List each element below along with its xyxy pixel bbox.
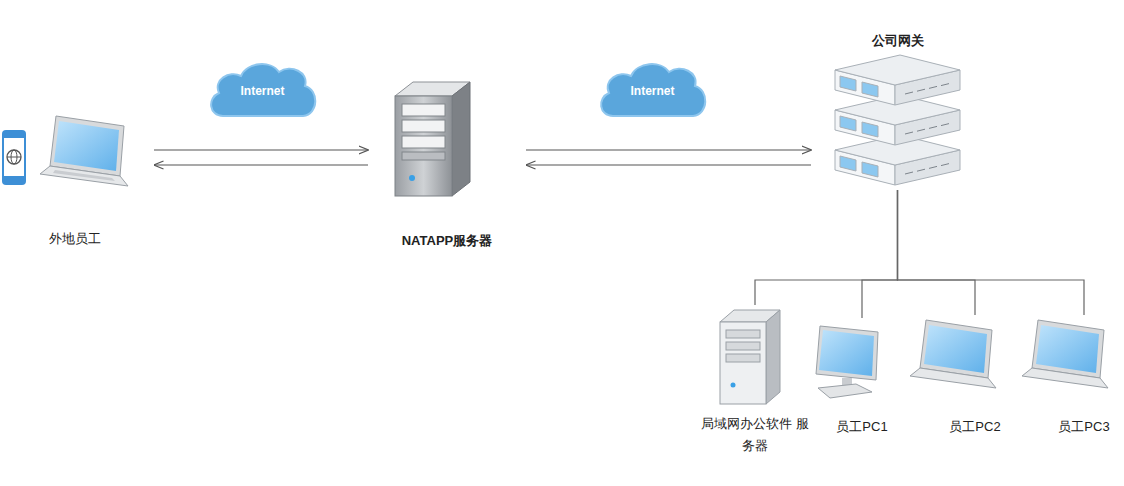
lan-wire <box>862 190 898 318</box>
node-label: 局域网办公软件 服务器 <box>696 413 814 457</box>
node-label: 员工PC3 <box>1058 416 1109 438</box>
rack-vent <box>917 129 925 131</box>
rack-vent <box>917 169 925 171</box>
rack-vent <box>905 132 913 134</box>
cloud-outline <box>601 64 705 116</box>
cloud-outline <box>211 64 315 116</box>
device-node: 公司网关 <box>815 30 980 190</box>
arrow-connector <box>154 149 368 150</box>
internet-cloud: Internet <box>595 58 710 123</box>
lan-server <box>720 310 780 404</box>
rack-face <box>840 116 856 131</box>
rack-face <box>840 76 856 91</box>
laptop-icon <box>1022 320 1108 388</box>
server-tower <box>395 82 470 196</box>
rack-vent <box>941 84 949 86</box>
rack-face <box>862 82 878 97</box>
lan-wire <box>898 190 1085 315</box>
rack-vent <box>905 92 913 94</box>
lan-wire <box>755 190 898 305</box>
node-label: NATAPP服务器 <box>402 230 493 252</box>
rack-face <box>862 162 878 177</box>
arrow-connector <box>154 164 368 165</box>
node-label: 外地员工 <box>49 228 101 250</box>
device-node: 外地员工 <box>0 108 150 250</box>
rack-vent <box>929 126 937 128</box>
node-label: 公司网关 <box>872 30 924 52</box>
node-label: 员工PC1 <box>836 416 887 438</box>
device-node: 员工PC1 <box>812 318 912 438</box>
arrow-connector <box>526 149 811 150</box>
laptop-icon <box>40 116 128 186</box>
rack-vent <box>929 166 937 168</box>
rack-vent <box>941 164 949 166</box>
rack-face <box>840 156 856 171</box>
node-label: 员工PC2 <box>949 416 1000 438</box>
cloud-label: Internet <box>240 80 284 102</box>
device-node: 员工PC2 <box>925 315 1025 438</box>
laptop-icon <box>910 320 996 388</box>
rack-vent <box>941 124 949 126</box>
device-node: NATAPP服务器 <box>372 75 522 252</box>
desktop-pc <box>816 326 878 398</box>
rack-vent <box>929 86 937 88</box>
internet-cloud: Internet <box>205 58 320 123</box>
cloud-label: Internet <box>630 80 674 102</box>
rack-vent <box>917 89 925 91</box>
gateway-rack <box>835 55 960 185</box>
phone-icon <box>2 130 26 185</box>
arrow-connector <box>526 164 811 165</box>
rack-vent <box>905 172 913 174</box>
device-node: 员工PC3 <box>1045 315 1123 438</box>
lan-wire <box>898 190 976 315</box>
rack-face <box>862 122 878 137</box>
device-node: 局域网办公软件 服务器 <box>696 305 814 457</box>
